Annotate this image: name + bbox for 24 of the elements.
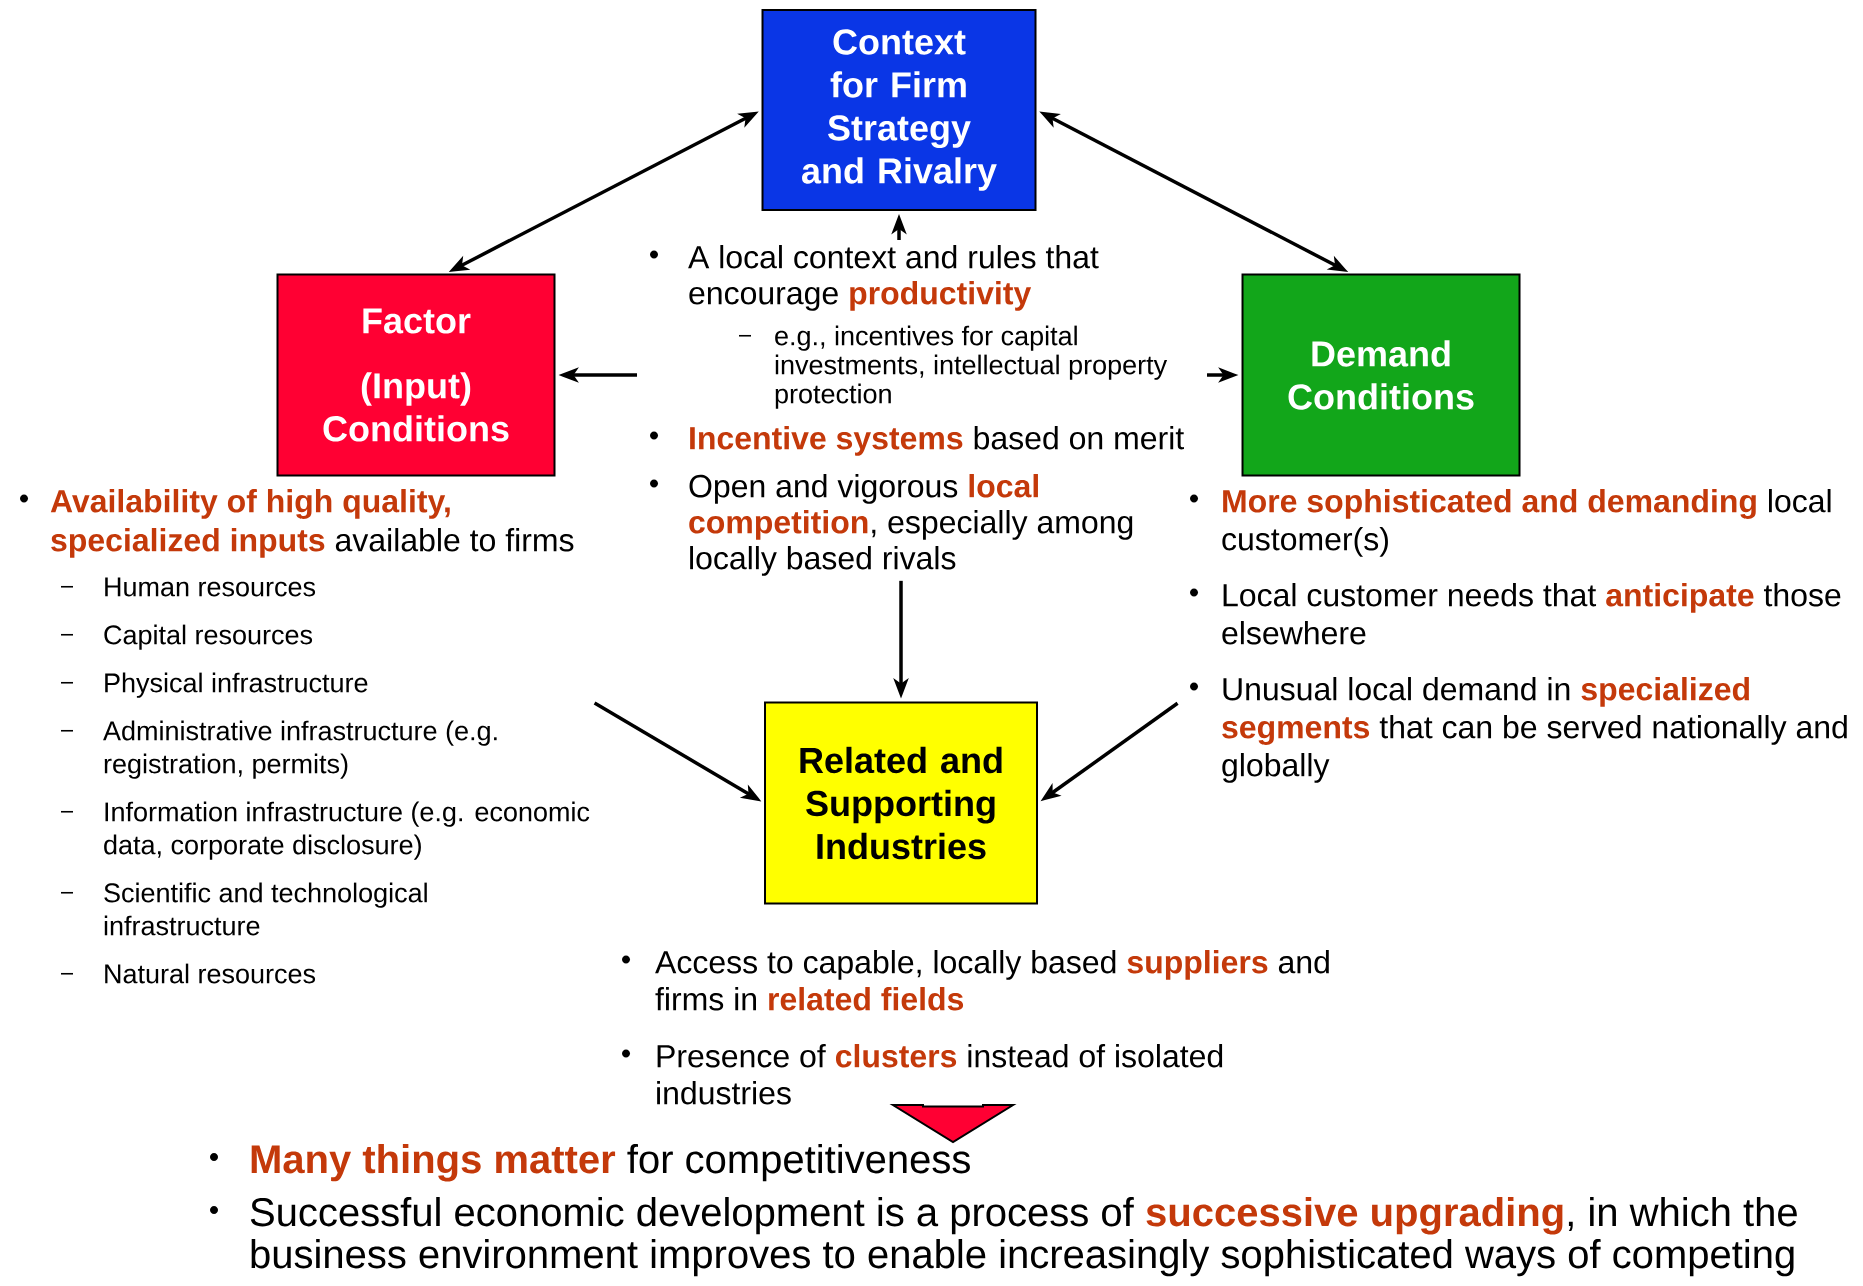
strategy-box: Context for Firm Strategy and Rivalry xyxy=(761,9,1037,211)
list-item: Availability of high quality, specialized inputs available to firms xyxy=(20,489,574,558)
list-item: Local customer needs that anticipate those elsewhere xyxy=(1190,583,1841,645)
sub-list-item: Human resources xyxy=(60,577,316,597)
sub-list-item: Administrative infrastructure (e.g. registration, permits) xyxy=(60,720,497,779)
list-item: Unusual local demand in specialized segments that can be served nationally and globally xyxy=(1190,677,1847,783)
list-item: Open and vigorous local competition, especially among locally based rivals xyxy=(650,474,1133,576)
sub-list-item: Scientific and technological infrastructure xyxy=(60,882,427,936)
list-item: Many things matter for competitiveness xyxy=(210,1144,970,1182)
sub-list-item: Natural resources xyxy=(60,963,316,984)
list-item: Incentive systems based on merit xyxy=(650,426,1184,456)
sub-list-item: e.g., incentives for capital investments, intellectual property protection xyxy=(738,325,1168,409)
sub-list-item: Information infrastructure (e.g. economic data, corporate disclosure) xyxy=(60,801,590,860)
demand-box: Demand Conditions xyxy=(1241,273,1521,477)
block-arrow xyxy=(889,1104,1017,1144)
sub-list-item: Capital resources xyxy=(60,624,313,650)
list-item: A local context and rules that encourage productivity xyxy=(650,245,1099,311)
industries-box: Related and Supporting Industries xyxy=(764,701,1038,905)
list-item: More sophisticated and demanding local customer(s) xyxy=(1190,489,1831,557)
list-item: Successful economic development is a process of successive upgrading, in which the business environment improves to enable increasingly sophisticated ways of competing xyxy=(210,1197,1797,1277)
list-item: Presence of clusters instead of isolated industries xyxy=(622,1044,1223,1105)
sub-list-item: Physical infrastructure xyxy=(60,672,368,698)
factor-box: Factor (Input) Conditions xyxy=(276,273,556,477)
list-item: Access to capable, locally based suppliers and firms in related fields xyxy=(622,950,1329,1011)
